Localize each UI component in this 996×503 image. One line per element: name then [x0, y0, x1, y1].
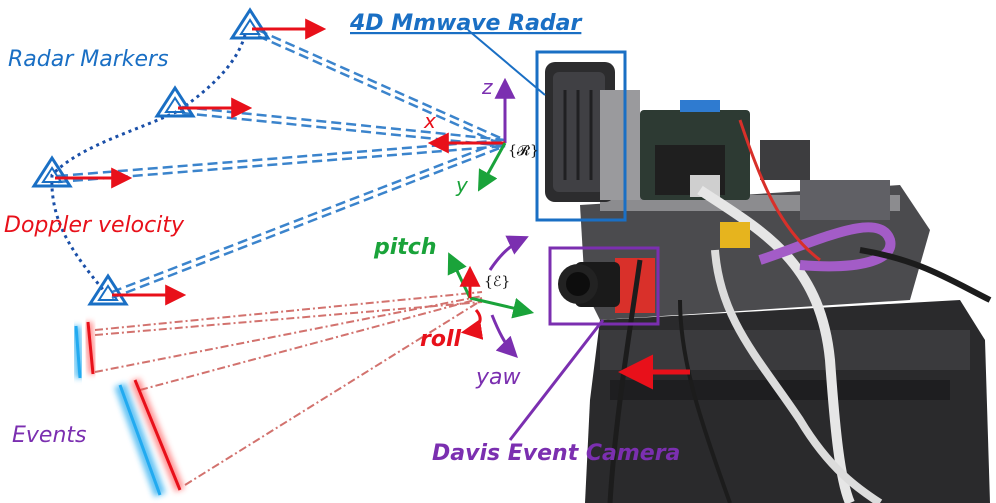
yaw-rotation-arc [490, 314, 518, 358]
event-frame-axes [447, 235, 535, 358]
axis-z-label: z [481, 75, 493, 99]
radar-marker-2 [154, 85, 253, 119]
camera-title: Davis Event Camera [432, 441, 680, 466]
doppler-velocity-label: Doppler velocity [4, 213, 185, 238]
radar-highlight-box [535, 50, 627, 222]
pitch-label: pitch [373, 235, 437, 260]
marker-trajectory [50, 34, 247, 293]
radar-marker-4 [87, 273, 187, 306]
roll-label: roll [420, 327, 462, 352]
event-y-axis [447, 252, 472, 299]
roll-rotation-arc [460, 308, 484, 340]
axis-x-label: x [423, 109, 436, 133]
radar-y-axis [477, 142, 507, 192]
radar-marker-3 [31, 155, 133, 189]
sensor-rig-photo [545, 62, 992, 503]
event-camera-icon [558, 258, 655, 313]
radar-frame-label: {𝓡} [508, 143, 539, 159]
yaw-label: yaw [475, 365, 522, 390]
event-rays [94, 291, 483, 486]
camera-highlight-box [548, 246, 660, 326]
event-x-axis [469, 296, 535, 319]
event-streaks [71, 321, 185, 498]
camera-leader-line [508, 319, 605, 441]
radar-frame-axes [427, 77, 516, 192]
axis-y-label: y [455, 173, 469, 197]
radar-markers-label: Radar Markers [8, 47, 169, 72]
radar-sensor-icon [545, 62, 640, 202]
radar-title: 4D Mmwave Radar [349, 11, 583, 36]
event-frame-label: {ℰ} [484, 274, 510, 290]
radar-leader-line [467, 29, 546, 96]
pitch-rotation-arc [488, 235, 529, 271]
events-label: Events [12, 423, 87, 448]
radar-marker-1 [229, 7, 327, 40]
